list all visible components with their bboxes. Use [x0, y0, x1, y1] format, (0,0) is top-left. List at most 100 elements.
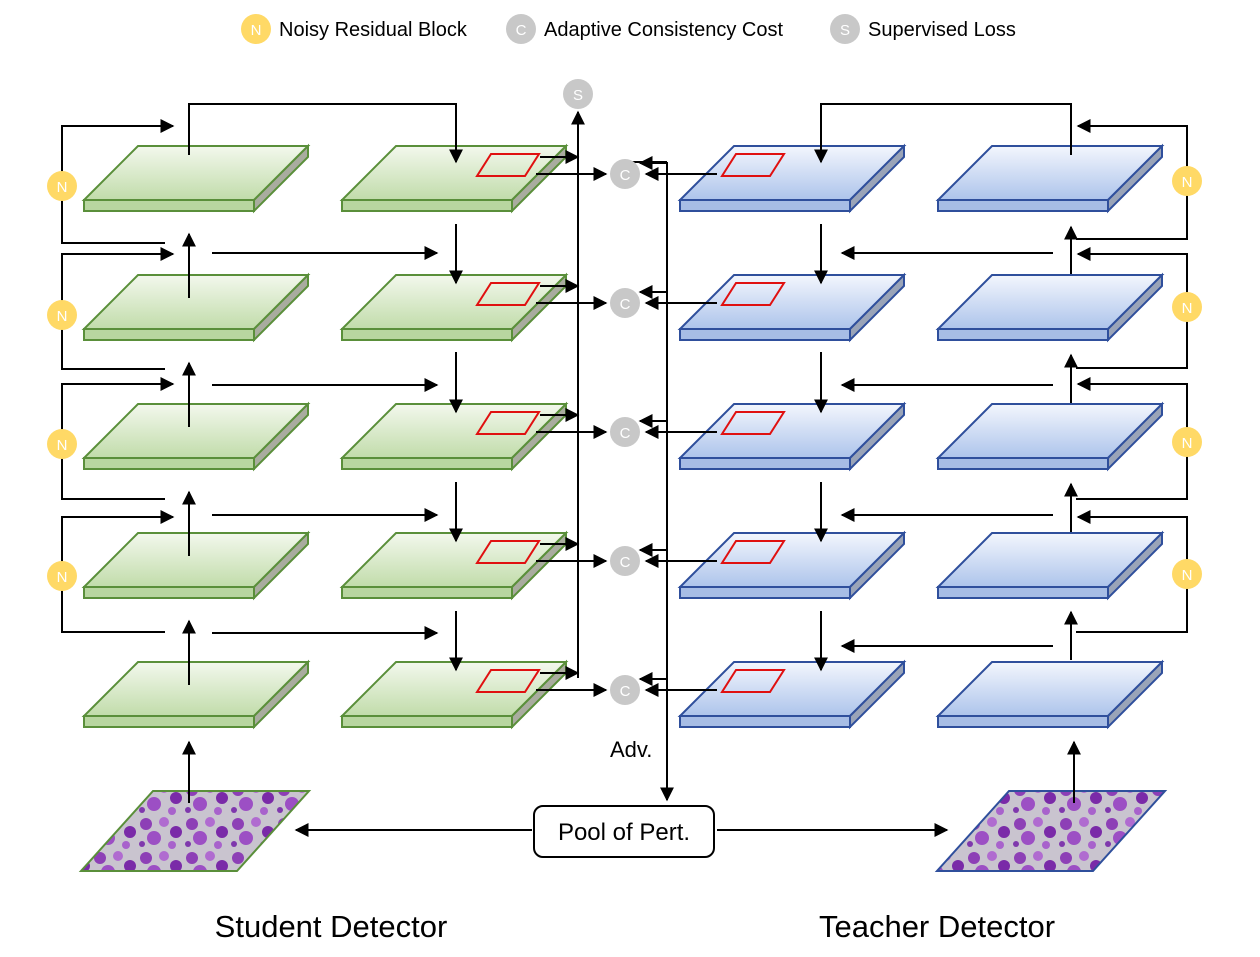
student-backbone-layer: [81, 659, 311, 730]
student-pyramid-layers: [339, 143, 569, 730]
legend-label: Supervised Loss: [868, 19, 1016, 41]
consistency-cost-node: C: [610, 159, 640, 189]
connector-path: [814, 103, 1072, 164]
roi-box: [720, 282, 786, 306]
teacher-pyramid-layer: [677, 659, 907, 730]
consistency-marker-icon: [610, 675, 640, 705]
pool-of-perturbations: Pool of Pert.: [533, 805, 715, 858]
consistency-cost-node: C: [610, 417, 640, 447]
student-backbone-layer: [81, 401, 311, 472]
consistency-marker-icon: [610, 159, 640, 189]
noisy-letter: N: [1182, 300, 1193, 317]
consistency-cost-node: C: [610, 546, 640, 576]
roi-box: [475, 669, 541, 693]
noisy-residual-node: N: [47, 561, 77, 591]
legend-item-noisy: N Noisy Residual Block: [241, 14, 468, 44]
consistency-marker-icon: [610, 288, 640, 318]
noisy-letter: N: [1182, 435, 1193, 452]
noisy-residual-node: N: [47, 300, 77, 330]
roi-box: [720, 153, 786, 177]
student-backbone-layer: [81, 530, 311, 601]
cell-image-icon: [78, 790, 312, 872]
supervised-loss-marker-icon: [563, 79, 593, 109]
roi-box: [720, 540, 786, 564]
consistency-letter: C: [620, 296, 631, 313]
consistency-marker-icon: [506, 14, 536, 44]
noisy-marker-icon: [1172, 427, 1202, 457]
teacher-detector-title: Teacher Detector: [819, 909, 1055, 944]
consistency-marker-icon: [610, 417, 640, 447]
student-backbone-layer: [81, 143, 311, 214]
pool-label: Pool of Pert.: [558, 819, 690, 846]
noisy-letter: N: [57, 308, 68, 325]
student-detector-title: Student Detector: [215, 909, 448, 944]
noisy-residual-node: N: [1172, 166, 1202, 196]
supervised-marker-icon: [830, 14, 860, 44]
noisy-marker-icon: [1172, 559, 1202, 589]
legend-marker-letter: C: [516, 22, 527, 39]
student-pyramid-layer: [339, 530, 569, 601]
teacher-pyramid-layer: [677, 401, 907, 472]
legend-label: Noisy Residual Block: [279, 19, 468, 41]
roi-box: [475, 411, 541, 435]
noisy-marker-icon: [241, 14, 271, 44]
consistency-cost-nodes: C C C C C: [610, 159, 640, 705]
noisy-marker-icon: [1172, 166, 1202, 196]
supervised-loss-node: S: [563, 79, 593, 109]
noisy-marker-icon: [47, 300, 77, 330]
legend-label: Adaptive Consistency Cost: [544, 19, 783, 41]
noisy-residual-node: N: [1172, 559, 1202, 589]
student-backbone-layers: [81, 143, 311, 730]
teacher-backbone-layer: [935, 272, 1165, 343]
noisy-marker-icon: [47, 429, 77, 459]
teacher-pyramid-layer: [677, 272, 907, 343]
supervised-loss-letter: S: [573, 87, 583, 104]
noisy-residual-node: N: [47, 171, 77, 201]
teacher-backbone-layers: [935, 143, 1165, 730]
noisy-marker-icon: [47, 171, 77, 201]
consistency-letter: C: [620, 425, 631, 442]
legend: N Noisy Residual Block C Adaptive Consis…: [241, 14, 1016, 44]
teacher-backbone-layer: [935, 659, 1165, 730]
pool-box: [533, 805, 715, 858]
noisy-residual-nodes: N N N N N N N N: [47, 166, 1202, 591]
consistency-letter: C: [620, 683, 631, 700]
teacher-backbone-layer: [935, 143, 1165, 214]
roi-box: [475, 540, 541, 564]
roi-box: [475, 282, 541, 306]
noisy-residual-node: N: [1172, 427, 1202, 457]
consistency-letter: C: [620, 167, 631, 184]
teacher-backbone-layer: [935, 401, 1165, 472]
consistency-marker-icon: [610, 546, 640, 576]
adversarial-label: Adv.: [610, 737, 652, 762]
teacher-backbone-layer: [935, 530, 1165, 601]
noisy-letter: N: [57, 437, 68, 454]
roi-box: [720, 669, 786, 693]
teacher-input-image: [934, 790, 1168, 872]
noisy-residual-node: N: [1172, 292, 1202, 322]
noisy-residual-node: N: [47, 429, 77, 459]
cell-image-icon: [934, 790, 1168, 872]
teacher-pyramid-layers: [677, 143, 907, 730]
noisy-letter: N: [57, 179, 68, 196]
consistency-cost-node: C: [610, 675, 640, 705]
noisy-marker-icon: [1172, 292, 1202, 322]
consistency-cost-node: C: [610, 288, 640, 318]
noisy-letter: N: [1182, 174, 1193, 191]
legend-item-consistency: C Adaptive Consistency Cost: [506, 14, 783, 44]
consistency-letter: C: [620, 554, 631, 571]
legend-marker-letter: S: [840, 22, 850, 39]
noisy-marker-icon: [47, 561, 77, 591]
connector-path: [188, 103, 463, 164]
legend-item-supervised: S Supervised Loss: [830, 14, 1016, 44]
teacher-pyramid-layer: [677, 143, 907, 214]
roi-box: [720, 411, 786, 435]
legend-marker-letter: N: [251, 22, 262, 39]
noisy-letter: N: [57, 569, 68, 586]
connector-arrows: [61, 103, 1188, 837]
student-backbone-layer: [81, 272, 311, 343]
roi-box: [475, 153, 541, 177]
student-pyramid-layer: [339, 272, 569, 343]
